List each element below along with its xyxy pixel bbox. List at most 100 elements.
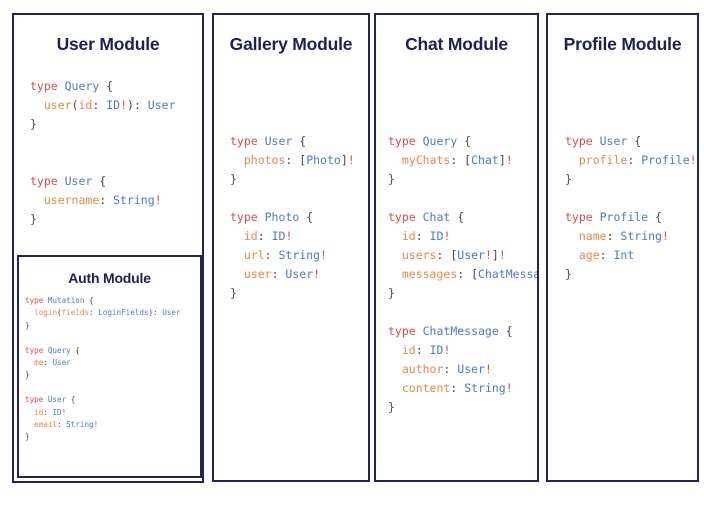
code-token-type: User <box>599 134 628 148</box>
code-token-type: Query <box>422 134 458 148</box>
module-card-title: User Module <box>56 34 160 54</box>
code-line: type User { <box>230 132 355 151</box>
module-card-profile-module[interactable]: Profile Module type User { profile: Profi… <box>546 13 699 482</box>
code-token-type: User <box>52 358 71 368</box>
code-token-punc: : <box>606 229 621 243</box>
code-line: type Mutation { <box>25 295 181 307</box>
code-line: } <box>388 170 537 189</box>
code-token-punc: { <box>457 134 472 148</box>
code-token-punc: { <box>84 296 94 305</box>
code-token-type: User <box>457 248 485 262</box>
code-token-punc: } <box>230 172 237 186</box>
code-token-field: profile <box>578 153 628 167</box>
code-line: id: ID! <box>388 341 537 360</box>
code-token-kw: type <box>30 174 65 188</box>
code-token-punc: ] <box>498 153 506 167</box>
code-token-field: users <box>401 248 437 262</box>
code-token-punc <box>388 248 402 262</box>
code-token-field: user <box>243 267 272 281</box>
code-token-punc <box>388 267 402 281</box>
code-line: messages: [ChatMessage]! <box>388 265 537 284</box>
code-line: age: Int <box>565 246 697 265</box>
code-token-type: User <box>147 98 176 112</box>
module-card-title: Profile Module <box>563 34 682 54</box>
code-token-punc <box>230 229 244 243</box>
code-line: username: String! <box>30 191 176 210</box>
code-token-type: ID <box>52 407 62 417</box>
code-token-punc: ): <box>148 308 163 318</box>
code-token-punc: : [ <box>457 267 479 281</box>
code-blank-line <box>25 382 181 394</box>
code-line: myChats: [Chat]! <box>388 151 537 170</box>
code-token-type: Profile <box>641 153 690 167</box>
code-line: type User { <box>25 394 181 406</box>
code-line: } <box>25 431 181 443</box>
code-token-punc <box>230 248 244 262</box>
code-token-kw: type <box>388 134 423 148</box>
code-token-punc: : <box>415 229 430 243</box>
code-token-bang: ! <box>120 98 128 112</box>
code-token-punc: { <box>627 134 642 148</box>
code-token-type: ID <box>429 229 444 243</box>
code-token-punc: : <box>627 153 642 167</box>
code-token-type: String <box>620 229 662 243</box>
code-token-type: User <box>285 267 314 281</box>
code-token-punc <box>388 362 402 376</box>
code-token-field: login <box>34 308 58 318</box>
code-token-bang: ! <box>320 248 327 262</box>
code-token-punc: { <box>66 395 76 405</box>
code-token-field: name <box>578 229 607 243</box>
code-token-punc: : <box>257 229 272 243</box>
code-line: profile: Profile! <box>565 151 697 170</box>
code-line: id: ID! <box>230 227 355 246</box>
code-token-punc <box>30 98 44 112</box>
code-token-field: id <box>243 229 258 243</box>
code-token-type: Photo <box>306 153 341 167</box>
code-token-bang: ! <box>313 267 321 281</box>
code-token-type: User <box>457 362 485 376</box>
code-token-bang: ! <box>443 229 451 243</box>
code-token-field: username <box>43 193 100 207</box>
code-token-type: Query <box>47 345 71 355</box>
code-token-field: fields <box>61 308 90 318</box>
code-token-punc: { <box>99 79 114 93</box>
code-line: } <box>565 170 697 189</box>
code-line: type User { <box>30 172 176 191</box>
module-card-title: Chat Module <box>405 34 508 54</box>
code-token-punc: } <box>30 117 37 131</box>
code-token-kw: type <box>565 210 600 224</box>
code-token-field: me <box>34 358 44 368</box>
module-card-chat-module[interactable]: Chat Module type Query { myChats: [Chat]!… <box>374 13 539 482</box>
code-token-bang: ! <box>93 420 99 430</box>
code-token-punc: { <box>299 210 314 224</box>
code-token-punc: } <box>30 212 37 226</box>
code-token-kw: type <box>230 134 265 148</box>
code-token-punc: : <box>99 193 114 207</box>
code-token-field: id <box>34 407 44 417</box>
code-token-type: String <box>66 420 94 430</box>
code-token-punc: } <box>565 172 572 186</box>
code-line: login(fields: LoginFields): User <box>25 307 180 319</box>
code-token-punc: { <box>70 345 80 355</box>
code-line: type Query { <box>30 77 176 96</box>
code-line: type Photo { <box>230 208 355 227</box>
code-token-field: photos <box>243 153 286 167</box>
code-token-punc: { <box>292 134 307 148</box>
code-token-type: String <box>464 381 506 395</box>
code-token-kw: type <box>565 134 600 148</box>
code-token-bang: ! <box>498 248 506 262</box>
code-line: } <box>25 369 181 381</box>
code-token-punc <box>230 267 244 281</box>
code-token-punc <box>388 153 402 167</box>
code-token-type: Profile <box>599 210 649 224</box>
code-token-punc: { <box>92 174 107 188</box>
code-token-type: ID <box>429 343 444 357</box>
code-token-punc: : [ <box>285 153 307 167</box>
graphql-schema-code: type User { photos: [Photo]!}type Photo … <box>230 132 355 303</box>
code-blank-line <box>30 134 176 153</box>
code-token-type: ID <box>106 98 121 112</box>
